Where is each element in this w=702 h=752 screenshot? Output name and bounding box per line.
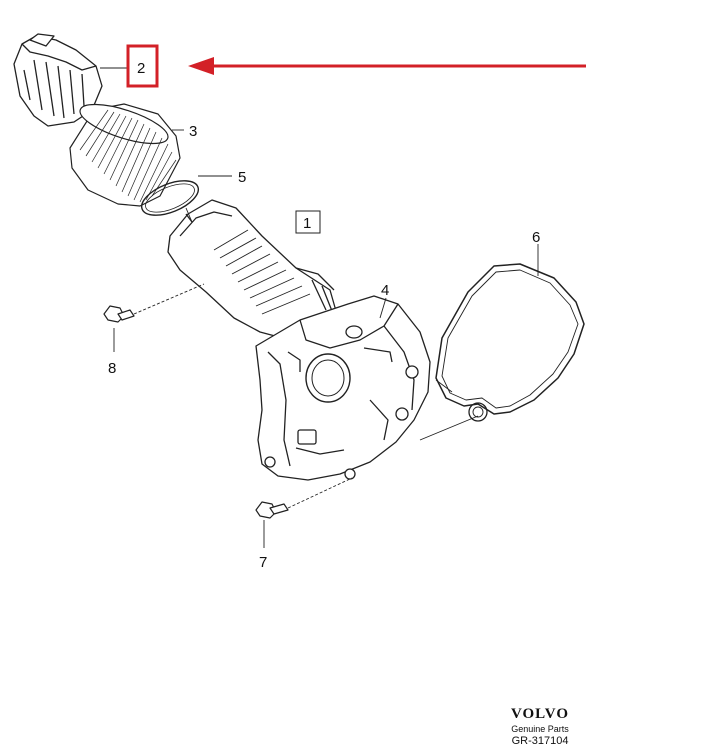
brand-subtitle: Genuine Parts: [511, 724, 569, 734]
volvo-logo: VOLVO: [510, 706, 570, 722]
callout-6-label: 6: [532, 229, 540, 246]
oil-filter-cap: [13, 33, 103, 127]
filter-element: [69, 103, 181, 207]
red-pointer-arrow: [188, 57, 586, 75]
callout-3-label: 3: [189, 123, 197, 140]
brand-block: VOLVO Genuine Parts GR-317104: [470, 706, 610, 747]
filter-housing-neck: [167, 199, 339, 341]
o-ring: [140, 180, 200, 216]
gasket: [435, 263, 585, 422]
callout-8-label: 8: [108, 360, 116, 377]
bolt-8: [103, 305, 135, 323]
callout-2-label: 2: [137, 60, 145, 77]
callout-2-highlight-box: [126, 44, 159, 88]
callout-4-label: 4: [381, 282, 389, 299]
housing-body: [255, 295, 431, 481]
bolt-7: [255, 501, 289, 519]
leader-lines: [100, 67, 539, 548]
callout-1-box: [295, 210, 321, 234]
callout-1-label: 1: [303, 215, 311, 232]
diagram-reference: GR-317104: [511, 735, 569, 747]
callout-5-label: 5: [238, 169, 246, 186]
callout-7-label: 7: [259, 554, 267, 571]
